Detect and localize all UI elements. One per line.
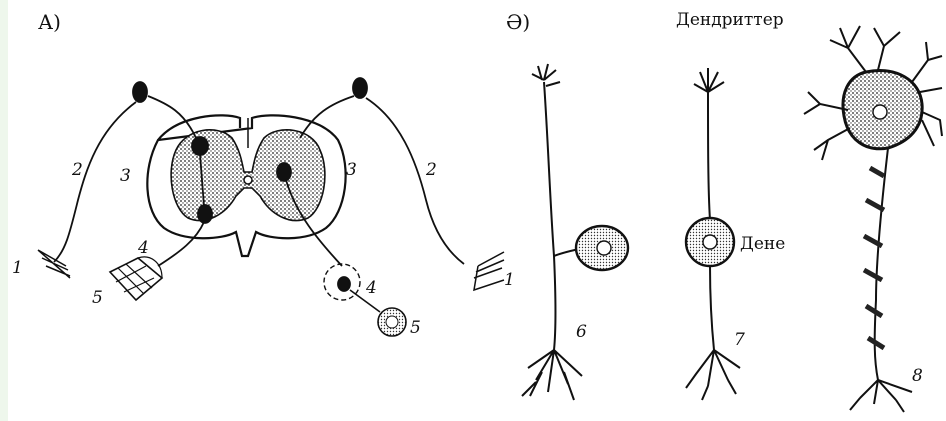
label-5-right: 5: [410, 318, 421, 338]
label-1-right: 1: [504, 270, 515, 290]
panel-b-label: Ә): [506, 10, 530, 34]
label-1-left: 1: [12, 258, 23, 278]
diagram-drawing: [8, 0, 946, 421]
neuron-8: [804, 26, 942, 412]
label-3-left: 3: [120, 166, 131, 186]
label-4-right: 4: [366, 278, 377, 298]
neuron-6: [522, 64, 628, 400]
panel-a-label: А): [38, 10, 61, 34]
label-5-left: 5: [92, 288, 103, 308]
dendrites-label: Дендриттер: [676, 10, 784, 30]
label-2-left: 2: [72, 160, 83, 180]
label-8: 8: [912, 366, 923, 386]
label-4-left: 4: [138, 238, 149, 258]
neuron-figure: А) Ә) Дендриттер Дене 1 1 2 2 3 3 4 4 5 …: [8, 0, 946, 421]
label-6: 6: [576, 322, 587, 342]
label-3-right: 3: [346, 160, 357, 180]
label-2-right: 2: [426, 160, 437, 180]
body-label: Дене: [740, 234, 785, 254]
label-7: 7: [734, 330, 745, 350]
neuron-7: [686, 68, 740, 400]
